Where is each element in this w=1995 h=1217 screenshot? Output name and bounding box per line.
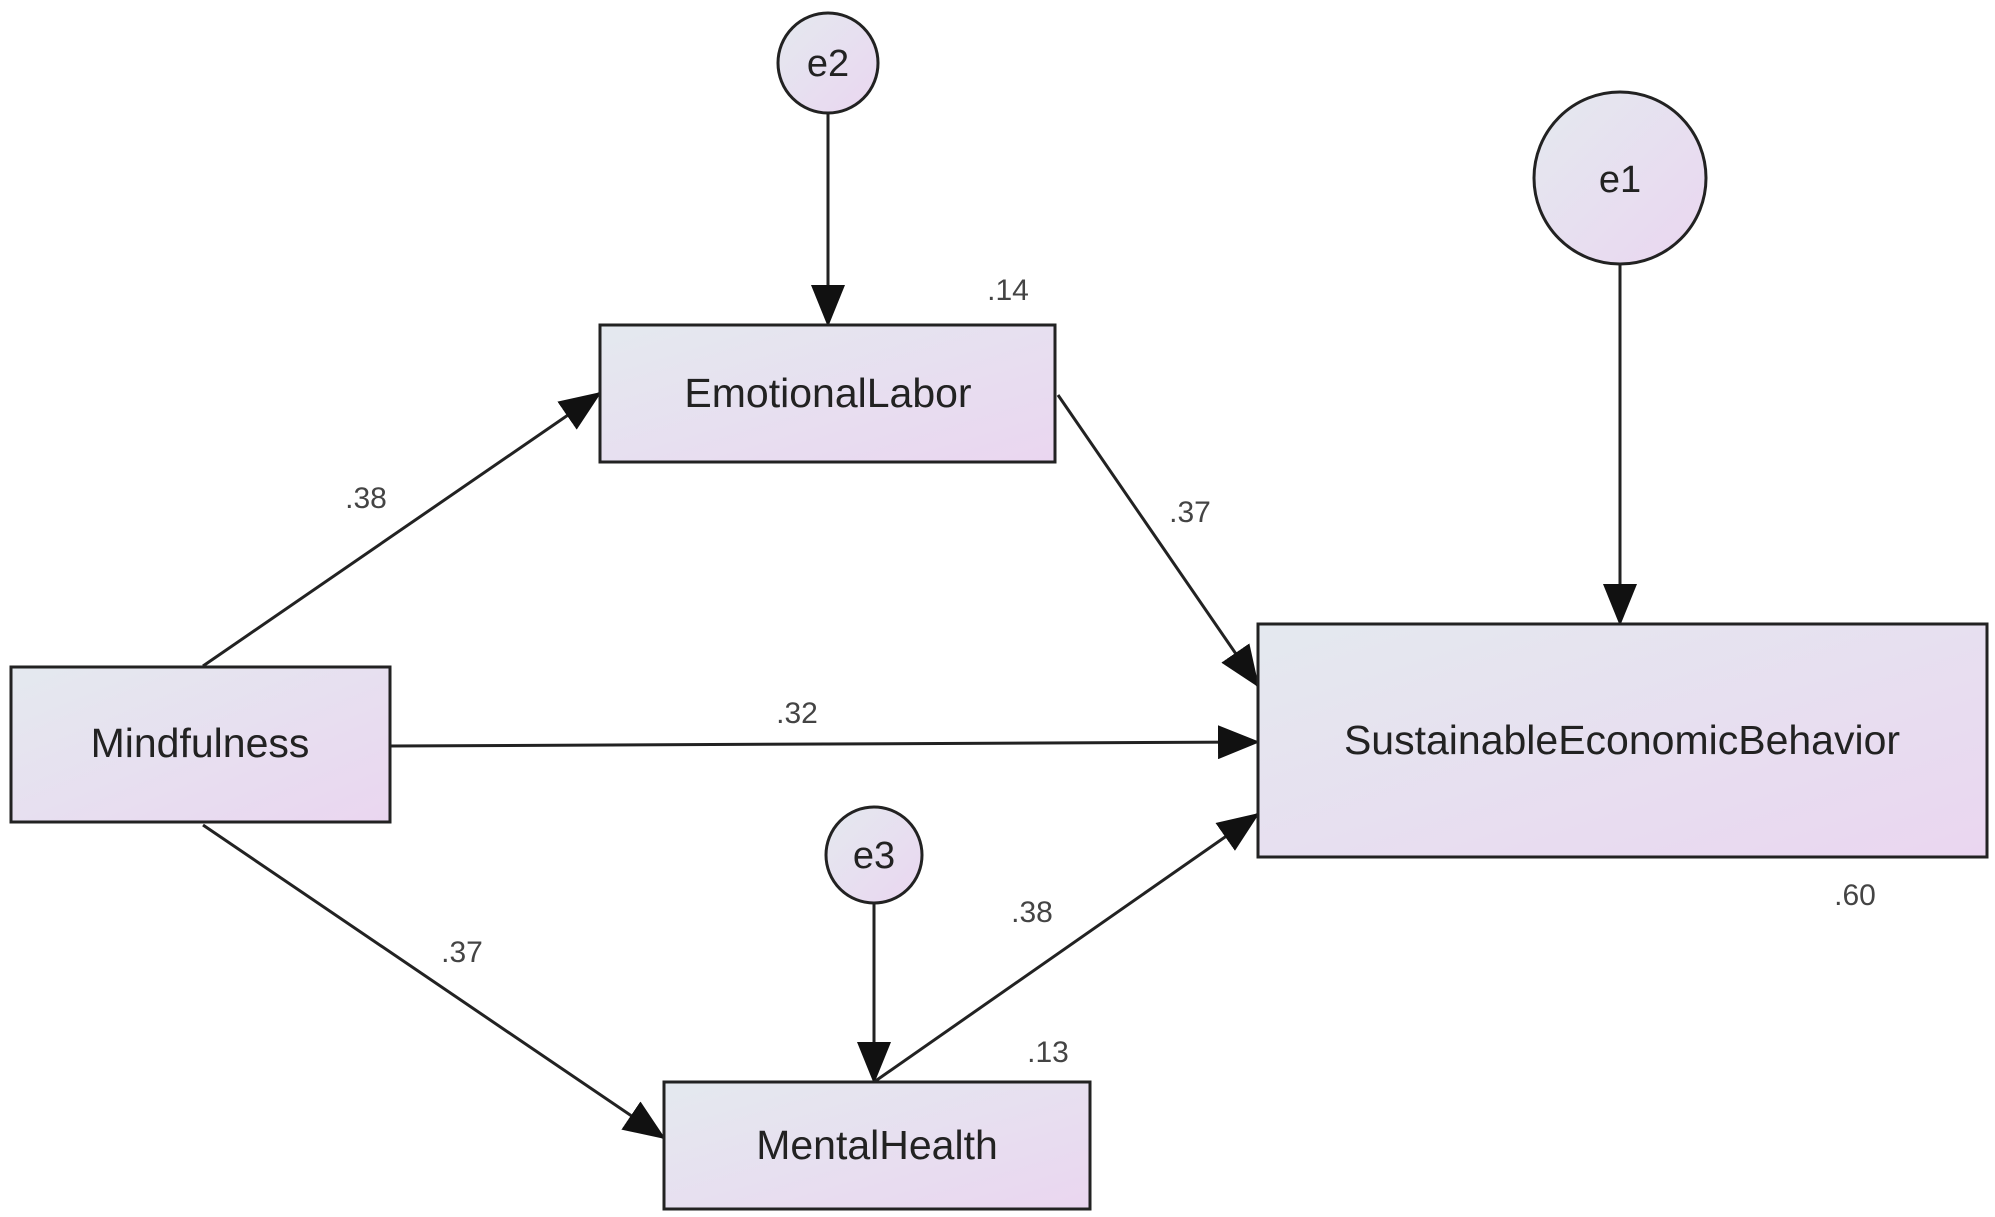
e2-label: e2: [807, 43, 849, 85]
node-sustainable-economic-behavior: SustainableEconomicBehavior: [1256, 622, 1989, 859]
arrow-mental-health-to-seb: [873, 812, 1260, 1084]
node-emotional-labor: EmotionalLabor: [598, 323, 1057, 464]
coef-mindfulness-to-seb: .32: [776, 697, 818, 730]
coef-mindfulness-to-emotional-labor: .38: [345, 482, 387, 515]
emotional-labor-label: EmotionalLabor: [684, 370, 971, 416]
r2-seb: .60: [1834, 879, 1876, 912]
node-mindfulness: Mindfulness: [9, 665, 392, 824]
arrow-mindfulness-to-seb: [389, 725, 1260, 760]
arrow-emotional-labor-to-seb: [1056, 394, 1260, 688]
arrow-mindfulness-to-emotional-labor: [202, 391, 602, 668]
r2-mental-health: .13: [1027, 1036, 1069, 1069]
mental-health-label: MentalHealth: [756, 1122, 998, 1168]
arrow-mindfulness-to-mental-health: [202, 823, 666, 1140]
error-node-e3: e3: [824, 805, 924, 905]
e1-label: e1: [1599, 159, 1641, 201]
mindfulness-label: Mindfulness: [91, 720, 310, 766]
seb-label: SustainableEconomicBehavior: [1344, 717, 1900, 763]
r2-emotional-labor: .14: [987, 274, 1029, 307]
e3-label: e3: [853, 835, 895, 877]
coef-mindfulness-to-mental-health: .37: [441, 936, 483, 969]
node-mental-health: MentalHealth: [662, 1080, 1092, 1211]
error-node-e1: e1: [1532, 90, 1708, 266]
error-node-e2: e2: [776, 11, 880, 115]
coef-emotional-labor-to-seb: .37: [1169, 496, 1211, 529]
coef-mental-health-to-seb: .38: [1011, 896, 1053, 929]
